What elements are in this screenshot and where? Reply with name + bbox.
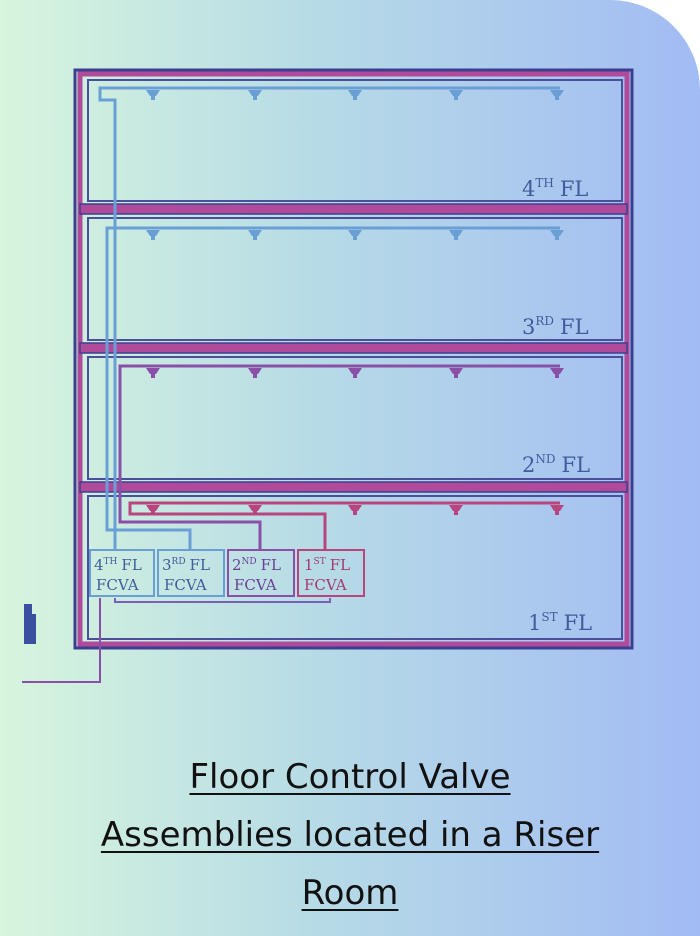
riser-pipe-1 (128, 501, 560, 550)
svg-text:FCVA: FCVA (96, 576, 139, 594)
room-1 (87, 495, 623, 640)
sprinkler-head-icon (348, 90, 362, 100)
room-4 (87, 79, 623, 202)
svg-text:FCVA: FCVA (164, 576, 207, 594)
room-3 (87, 217, 623, 341)
sprinkler-head-icon (449, 230, 463, 240)
floor-slab-3 (79, 342, 628, 354)
riser-pipe-2 (118, 364, 560, 550)
sprinkler-head-icon (146, 505, 160, 515)
sprinkler-head-icon (348, 368, 362, 378)
sprinkler-head-icon (146, 368, 160, 378)
diagram-caption: Floor Control Valve Assemblies located i… (0, 748, 700, 922)
sprinkler-heads-2 (146, 368, 564, 378)
valve-manifold-pipe (114, 598, 331, 603)
svg-text:FCVA: FCVA (234, 576, 277, 594)
supply-main-pipe (22, 598, 101, 683)
riser-pipe-4 (98, 86, 560, 550)
sprinkler-head-icon (449, 368, 463, 378)
building-frame-inner (77, 71, 630, 647)
caption-line-1: Floor Control Valve (189, 757, 511, 797)
sprinkler-head-icon (449, 505, 463, 515)
sprinkler-head-icon (550, 230, 564, 240)
sprinkler-heads-3 (146, 230, 564, 240)
standpipe-icon (24, 604, 36, 644)
sprinkler-head-icon (550, 90, 564, 100)
floor-slab-2 (79, 481, 628, 493)
svg-text:FCVA: FCVA (304, 576, 347, 594)
sprinkler-heads-1 (146, 505, 564, 515)
sprinkler-head-icon (248, 230, 262, 240)
sprinkler-heads-4 (146, 90, 564, 100)
sprinkler-head-icon (550, 505, 564, 515)
sprinkler-head-icon (146, 230, 160, 240)
sprinkler-head-icon (146, 90, 160, 100)
floor-slab-4 (79, 203, 628, 215)
sprinkler-head-icon (449, 90, 463, 100)
sprinkler-head-icon (248, 505, 262, 515)
caption-line-2: Assemblies located in a Riser (100, 815, 600, 855)
sprinkler-head-icon (248, 90, 262, 100)
sprinkler-head-icon (348, 505, 362, 515)
building-frame (73, 68, 634, 650)
sprinkler-head-icon (550, 368, 564, 378)
sprinkler-head-icon (248, 368, 262, 378)
room-2 (87, 356, 623, 480)
sprinkler-head-icon (348, 230, 362, 240)
riser-pipe-3 (105, 226, 560, 550)
caption-line-3: Room (301, 873, 399, 913)
